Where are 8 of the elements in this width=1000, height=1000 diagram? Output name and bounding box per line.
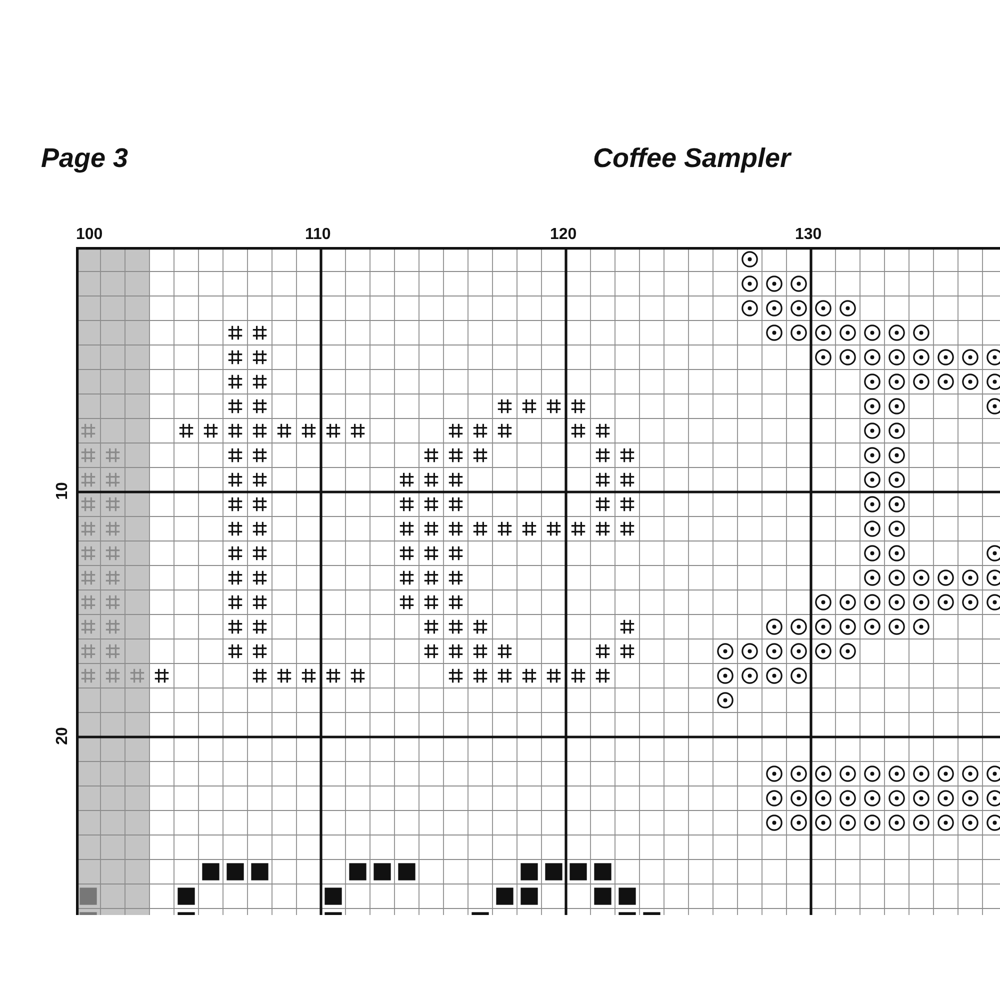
row-number: 10 (54, 482, 72, 500)
column-number: 130 (795, 226, 822, 244)
page-number: Page 3 (41, 143, 128, 174)
column-number: 100 (76, 226, 103, 244)
row-number: 20 (54, 727, 72, 745)
column-number: 120 (550, 226, 577, 244)
column-number: 110 (305, 226, 331, 244)
chart-title: Coffee Sampler (593, 143, 791, 174)
